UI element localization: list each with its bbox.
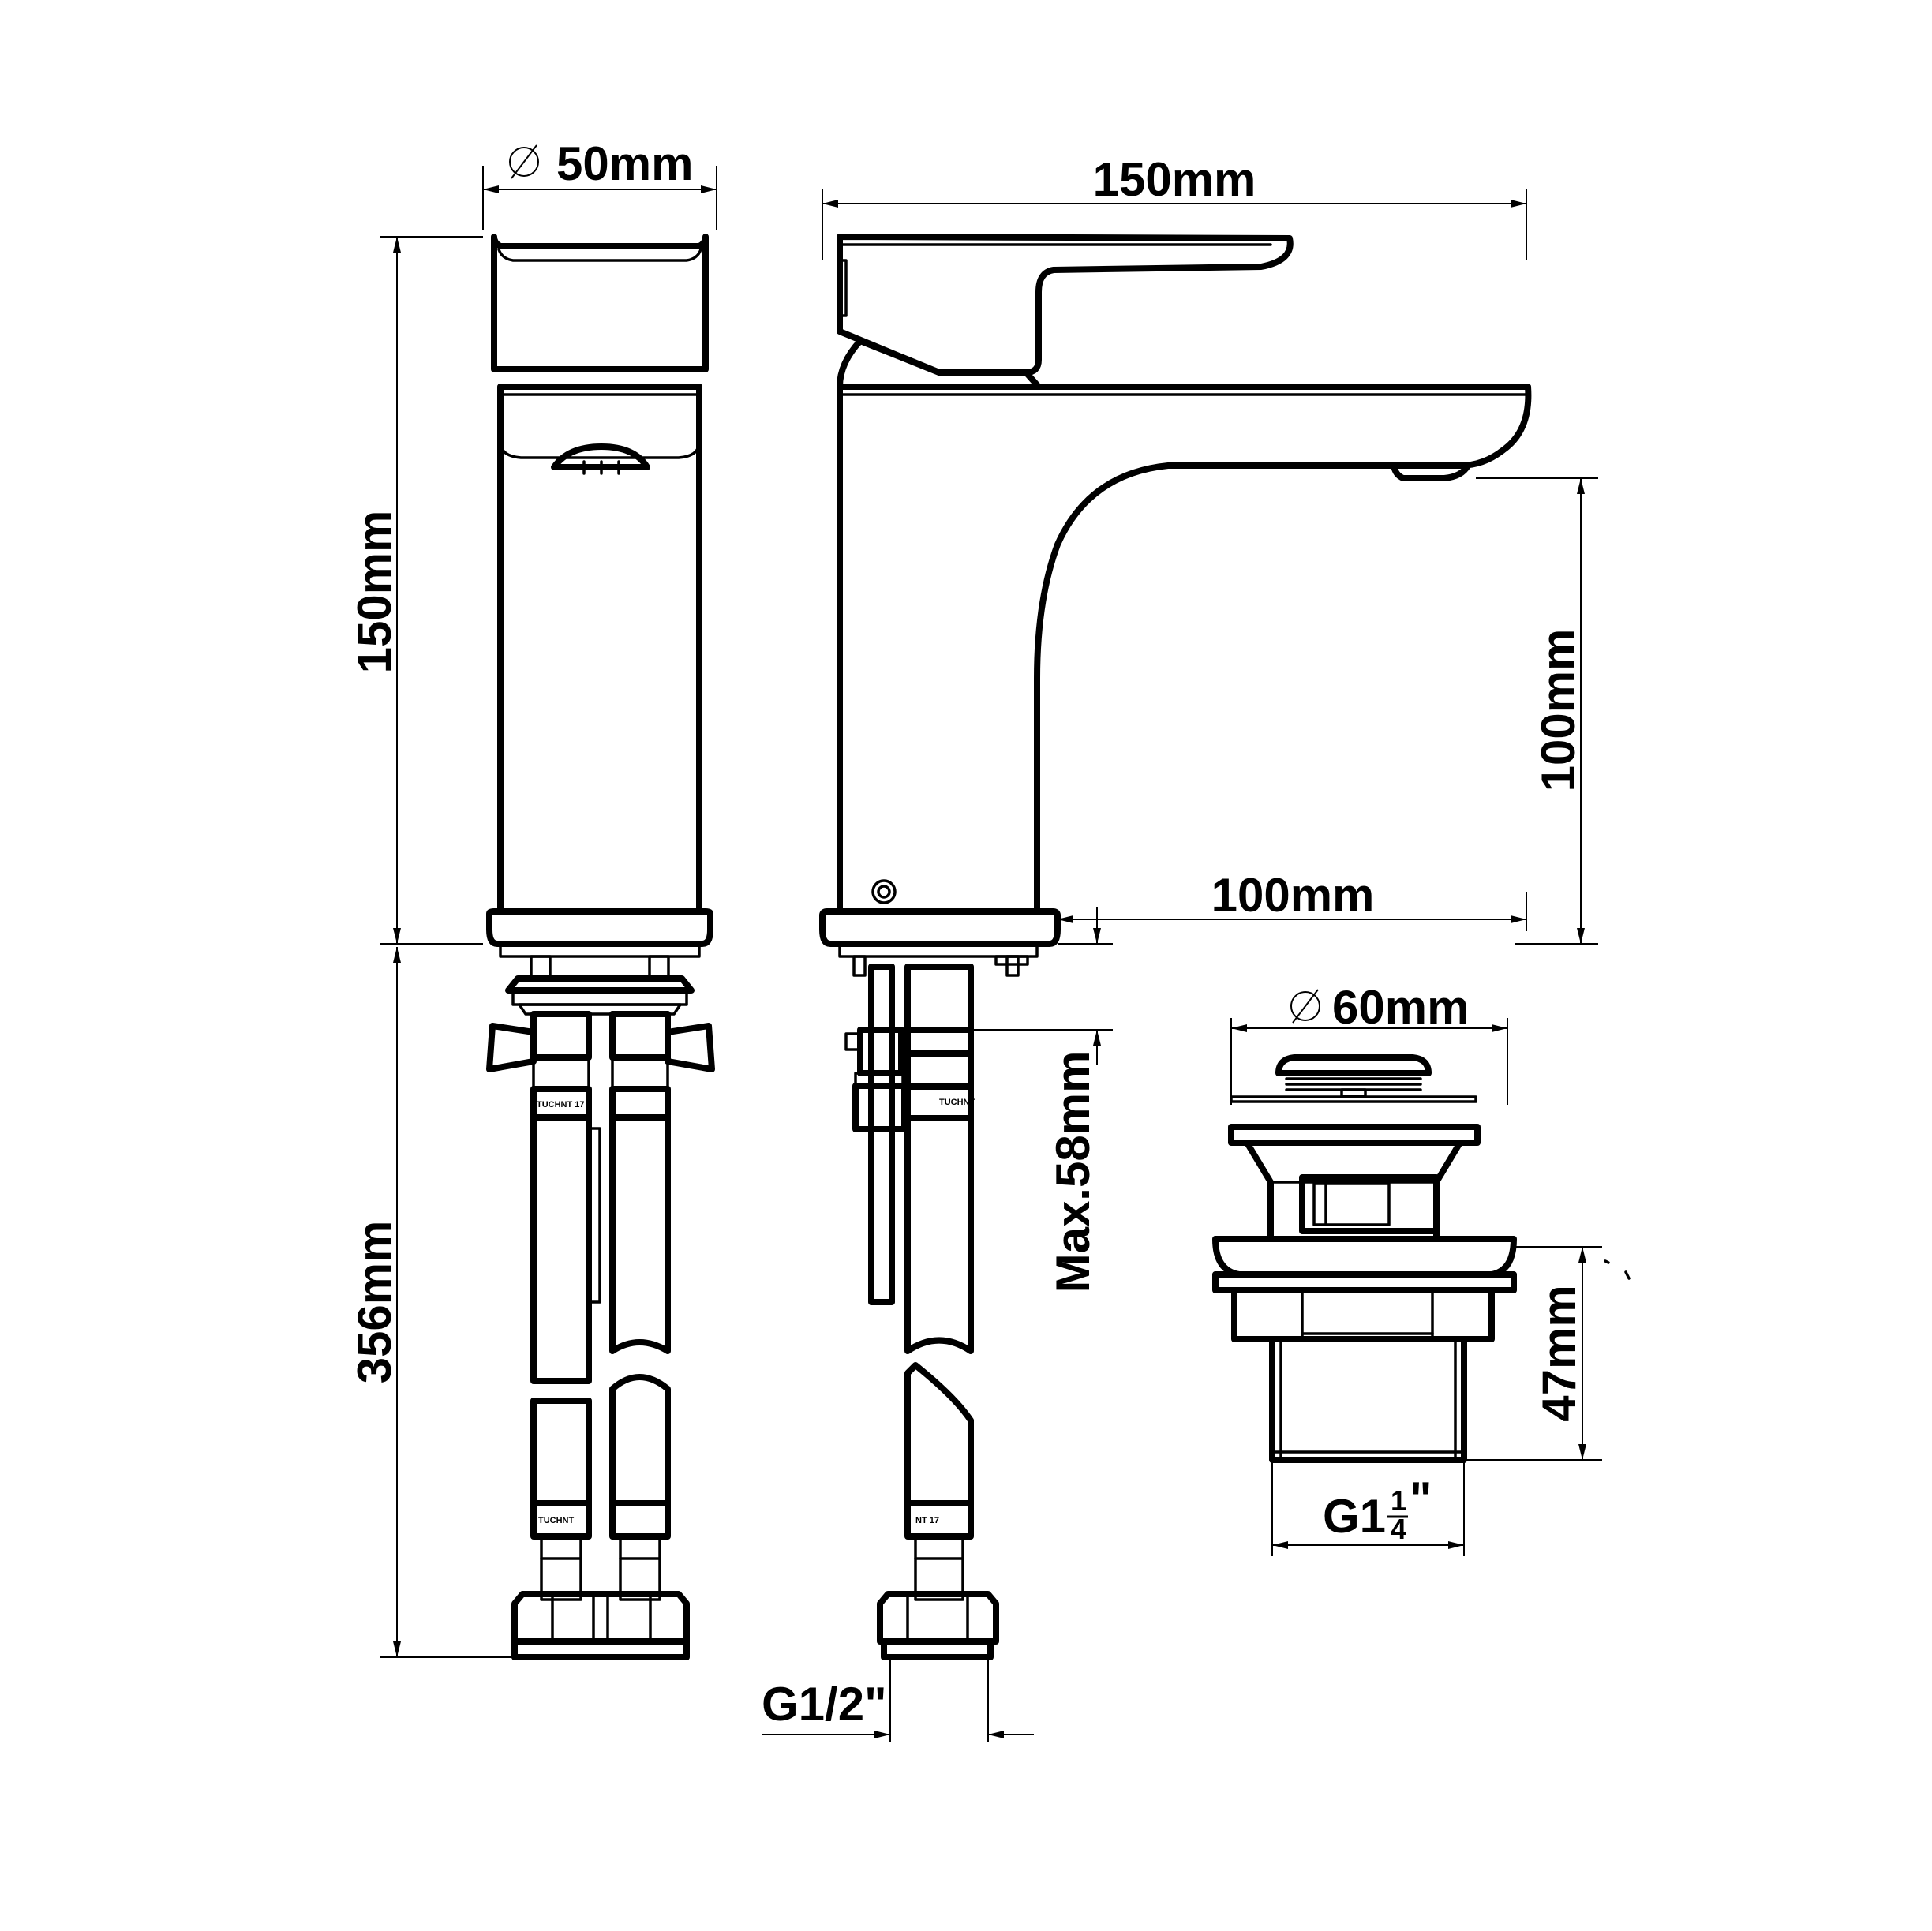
- hose-mark-side-bottom: NT 17: [915, 1516, 939, 1525]
- dim-waste-thread-suffix: ": [1410, 1473, 1432, 1525]
- dim-waste-diameter: 60mm: [1332, 981, 1469, 1034]
- hose-mark-side-top: TUCHNT: [939, 1098, 975, 1107]
- dim-max-deck: Max.58mm: [1046, 1051, 1099, 1293]
- dimension-lines: 50mm 150mm 356mm 150mm 100mm 100mm Max.5…: [348, 137, 1602, 1742]
- dim-front-diameter: 50mm: [556, 137, 693, 190]
- dim-side-width: 150mm: [1093, 153, 1256, 206]
- hose-mark-front-top: TUCHNT 17: [537, 1100, 585, 1110]
- side-body-spout: [837, 384, 1532, 915]
- hose-mark-front-bottom: TUCHNT: [538, 1516, 574, 1525]
- dim-waste-thread-prefix: G1: [1323, 1490, 1386, 1543]
- side-base: [819, 908, 1061, 947]
- waste-thread-body: [1269, 1336, 1467, 1463]
- pop-up-waste: [1212, 1054, 1631, 1463]
- dim-hose-length: 356mm: [348, 1221, 401, 1384]
- side-inlet-nut: [877, 1591, 999, 1645]
- front-aerator: [551, 443, 650, 470]
- front-inlet-nuts: [511, 1591, 690, 1645]
- side-handle: [837, 234, 1294, 376]
- dim-front-height: 150mm: [348, 511, 401, 674]
- dim-waste-thread-num: 1: [1391, 1484, 1406, 1517]
- side-view: TUCHNT NT 17: [819, 234, 1532, 1660]
- dim-spout-height: 100mm: [1532, 629, 1585, 792]
- dim-inlet-thread: G1/2": [762, 1678, 887, 1731]
- dim-waste-height: 47mm: [1533, 1285, 1586, 1421]
- front-base: [486, 908, 713, 947]
- dim-spout-reach: 100mm: [1211, 869, 1375, 922]
- front-view: TUCHNT 17 TUCHNT: [486, 234, 715, 1660]
- waste-hex-nut: [1231, 1287, 1495, 1342]
- front-handle: [491, 234, 709, 372]
- dim-waste-thread-den: 4: [1391, 1513, 1406, 1545]
